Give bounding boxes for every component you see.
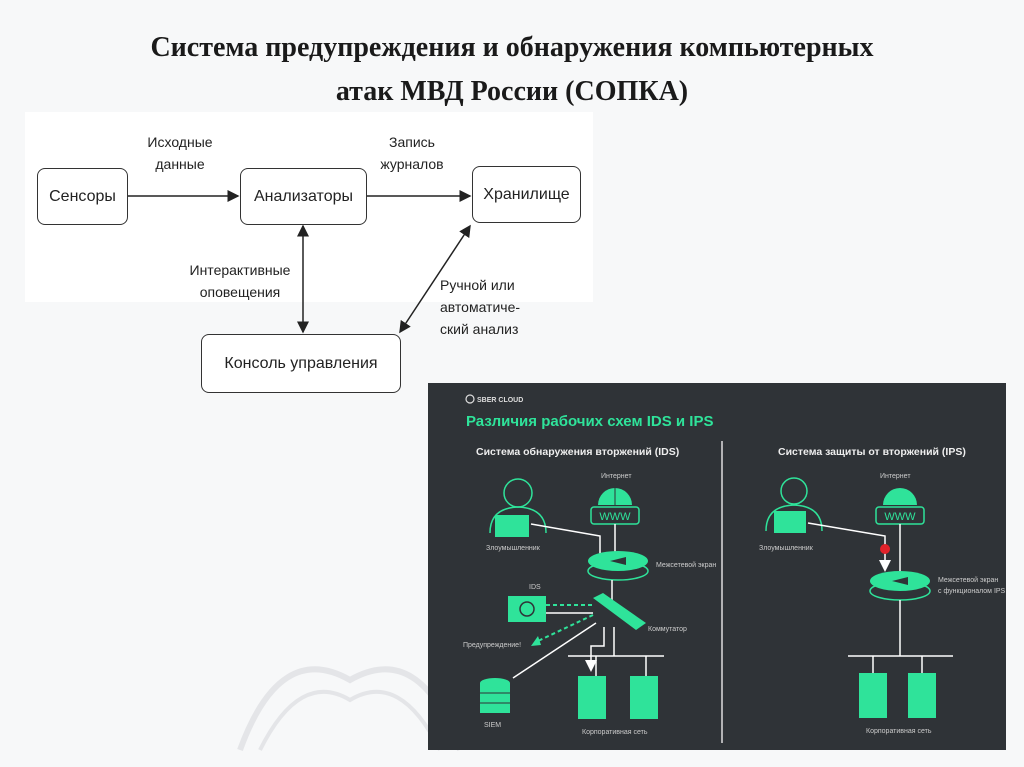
ids-ips-panel: SBER CLOUD Различия рабочих схем IDS и I…: [428, 383, 1006, 750]
switch-icon: [593, 593, 646, 630]
siem-label: SIEM: [484, 722, 501, 729]
edge-label-log-write: Запись журналов: [362, 131, 462, 175]
ips-scheme: Система защиты от вторжений (IPS) Злоумы…: [759, 446, 1006, 735]
attacker-icon: [765, 477, 823, 533]
server-icon: [630, 676, 658, 719]
edge-label-line: Исходные: [147, 134, 213, 150]
warning-arrow-icon: [531, 636, 541, 646]
firewall-label: Межсетевой экран: [656, 561, 716, 569]
node-analyzers: Анализаторы: [240, 168, 367, 225]
edge-label-line: оповещения: [199, 284, 281, 300]
globe-icon: WWW: [590, 488, 640, 525]
attack-link: [530, 523, 601, 555]
corp-network-label: Корпоративная сеть: [582, 729, 648, 736]
www-label: WWW: [884, 511, 916, 523]
slide-title-line1: Система предупреждения и обнаружения ком…: [150, 32, 874, 63]
edge-label-analysis: Ручной или автоматиче-ский анализ: [440, 274, 550, 340]
firewall-ips-icon: [869, 571, 931, 601]
edge-label-line: Запись: [389, 134, 435, 150]
server-icon: [908, 673, 936, 718]
internet-label: Интернет: [880, 473, 911, 480]
edge-label-line: автоматиче-: [440, 299, 521, 315]
edge-label-line: Ручной или: [440, 277, 515, 293]
attacker-icon: [489, 478, 547, 537]
corp-network-label: Корпоративная сеть: [866, 728, 932, 735]
node-sensors: Сенсоры: [37, 168, 128, 225]
siem-link: [512, 622, 597, 679]
firewall-ips-label-line2: с функционалом IPS: [938, 588, 1006, 595]
sber-logo-icon: [465, 394, 475, 404]
server-icon: [859, 673, 887, 718]
switch-label: Коммутатор: [648, 626, 687, 633]
ids-scheme: Система обнаружения вторжений (IDS) Злоу…: [463, 446, 716, 736]
arrow-console-storage: [399, 224, 471, 334]
ips-subtitle: Система защиты от вторжений (IPS): [778, 446, 966, 458]
ids-device-icon: [508, 596, 546, 622]
ids-device-label: IDS: [529, 584, 541, 591]
siem-database-icon: [480, 678, 510, 713]
edge-label-line: данные: [155, 156, 205, 172]
warning-link: [537, 614, 594, 642]
server-icon: [578, 676, 606, 719]
slide-title-line2: атак МВД России (СОПКА): [335, 76, 689, 107]
panel-title: Различия рабочих схем IDS и IPS: [466, 413, 713, 430]
blocked-icon: [880, 544, 890, 554]
www-label: WWW: [599, 511, 631, 523]
firewall-ips-label-line1: Межсетевой экран: [938, 576, 998, 584]
edge-label-line: Интерактивные: [189, 262, 291, 278]
warning-label: Предупреждение!: [463, 642, 521, 649]
sber-logo-text: SBER CLOUD: [477, 397, 523, 404]
ids-subtitle: Система обнаружения вторжений (IDS): [476, 446, 679, 458]
attacker-label: Злоумышленник: [759, 545, 814, 552]
node-storage: Хранилище: [472, 166, 581, 223]
edge-label-line: журналов: [380, 156, 444, 172]
node-console: Консоль управления: [201, 334, 401, 393]
globe-icon: WWW: [875, 488, 925, 525]
firewall-icon: [587, 551, 649, 581]
attacker-label: Злоумышленник: [486, 545, 541, 552]
internet-label: Интернет: [601, 473, 632, 480]
edge-label-line: ский анализ: [440, 321, 519, 337]
edge-label-raw-data: Исходные данные: [130, 131, 230, 175]
attack-link: [807, 522, 891, 572]
attack-path-arrow: [585, 627, 605, 672]
edge-label-interactive-alerts: Интерактивные оповещения: [180, 259, 300, 303]
